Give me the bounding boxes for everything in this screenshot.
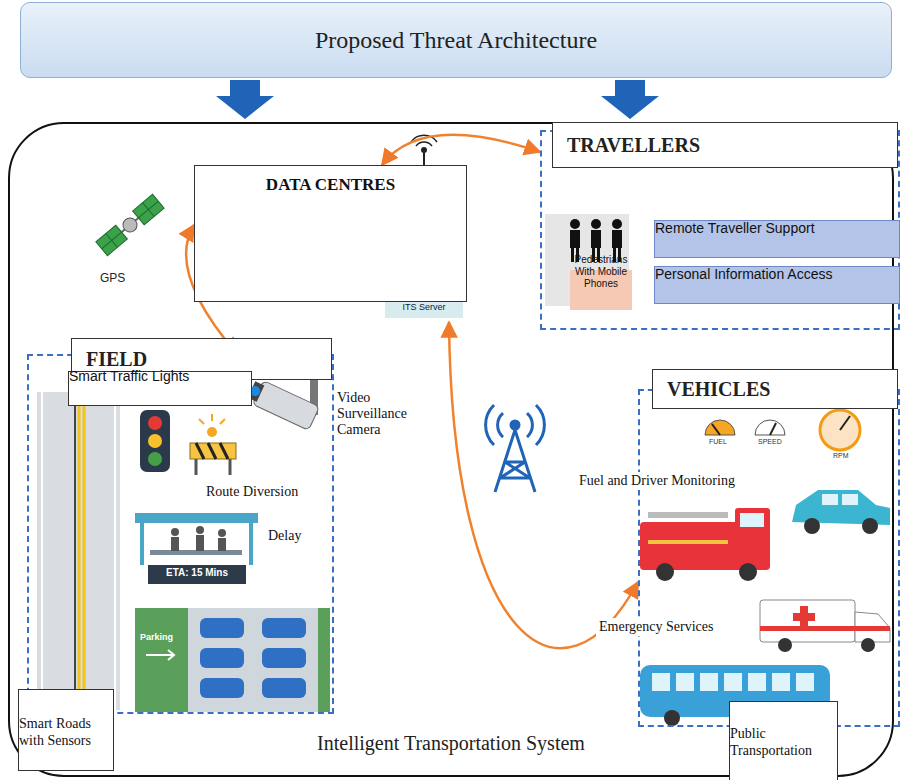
- label-box: Personal Information Access: [654, 266, 900, 304]
- box-text: DATA CENTRES: [194, 165, 467, 302]
- gauge-label: RPM: [833, 452, 849, 460]
- label-box: Smart Traffic Lights: [68, 371, 252, 406]
- title: Proposed Threat Architecture: [315, 27, 597, 54]
- caption-label: GPS: [100, 272, 125, 286]
- label-box: Pedestrians With Mobile Phones: [570, 270, 632, 310]
- car: [792, 490, 890, 534]
- parking-lot: [135, 608, 330, 712]
- label-box: Remote Traveller Support: [654, 220, 900, 258]
- eta-sign: ETA: 15 Mins: [152, 567, 242, 579]
- fire-truck: [640, 508, 770, 581]
- gauge-label: SPEED: [758, 438, 782, 446]
- route-barrier: [190, 414, 236, 475]
- caption-label: Route Diversion: [206, 484, 298, 500]
- box-text: Personal Information Access: [655, 266, 899, 283]
- box-text: Pedestrians With Mobile Phones: [570, 254, 632, 290]
- box-text: Smart Roads with Sensors: [19, 716, 113, 750]
- caption-label: Fuel and Driver Monitoring: [576, 472, 738, 490]
- box-text: Remote Traveller Support: [655, 220, 899, 237]
- caption-label: Parking: [140, 632, 173, 642]
- system-outline: Intelligent Transportation SystemDATA CE…: [8, 122, 894, 777]
- data-centre-group: DATA CENTRES: [194, 165, 467, 322]
- caption-label: Delay: [268, 528, 301, 544]
- down-arrow: [601, 80, 659, 119]
- traffic-light: [140, 410, 170, 472]
- data-link-arrow: [382, 135, 540, 165]
- label-box: Smart Roads with Sensors: [18, 689, 114, 771]
- surveillance-camera: [245, 375, 319, 430]
- layer-region: TRAVELLERSPedestrians With Mobile Phones…: [540, 130, 900, 330]
- bus-shelter: [135, 513, 258, 584]
- gps-satellite: [96, 194, 164, 255]
- caption-label: Emergency Services: [596, 618, 716, 636]
- label-box: Public Transportation: [729, 701, 838, 780]
- region-heading: TRAVELLERS: [552, 122, 898, 168]
- region-heading: VEHICLES: [652, 369, 898, 409]
- radio-tower: [486, 405, 545, 492]
- caption-label: ITS Server: [390, 302, 458, 312]
- title-band: Proposed Threat Architecture: [20, 2, 892, 78]
- dashboard-gauges: [705, 403, 875, 450]
- smart-road: [37, 392, 120, 710]
- ambulance: [760, 600, 890, 652]
- box-text: Smart Traffic Lights: [69, 368, 251, 385]
- gauge-label: FUEL: [709, 438, 727, 446]
- box-text: Public Transportation: [730, 726, 837, 760]
- caption-label: Video Surveillance Camera: [337, 390, 422, 438]
- down-arrow: [216, 80, 274, 119]
